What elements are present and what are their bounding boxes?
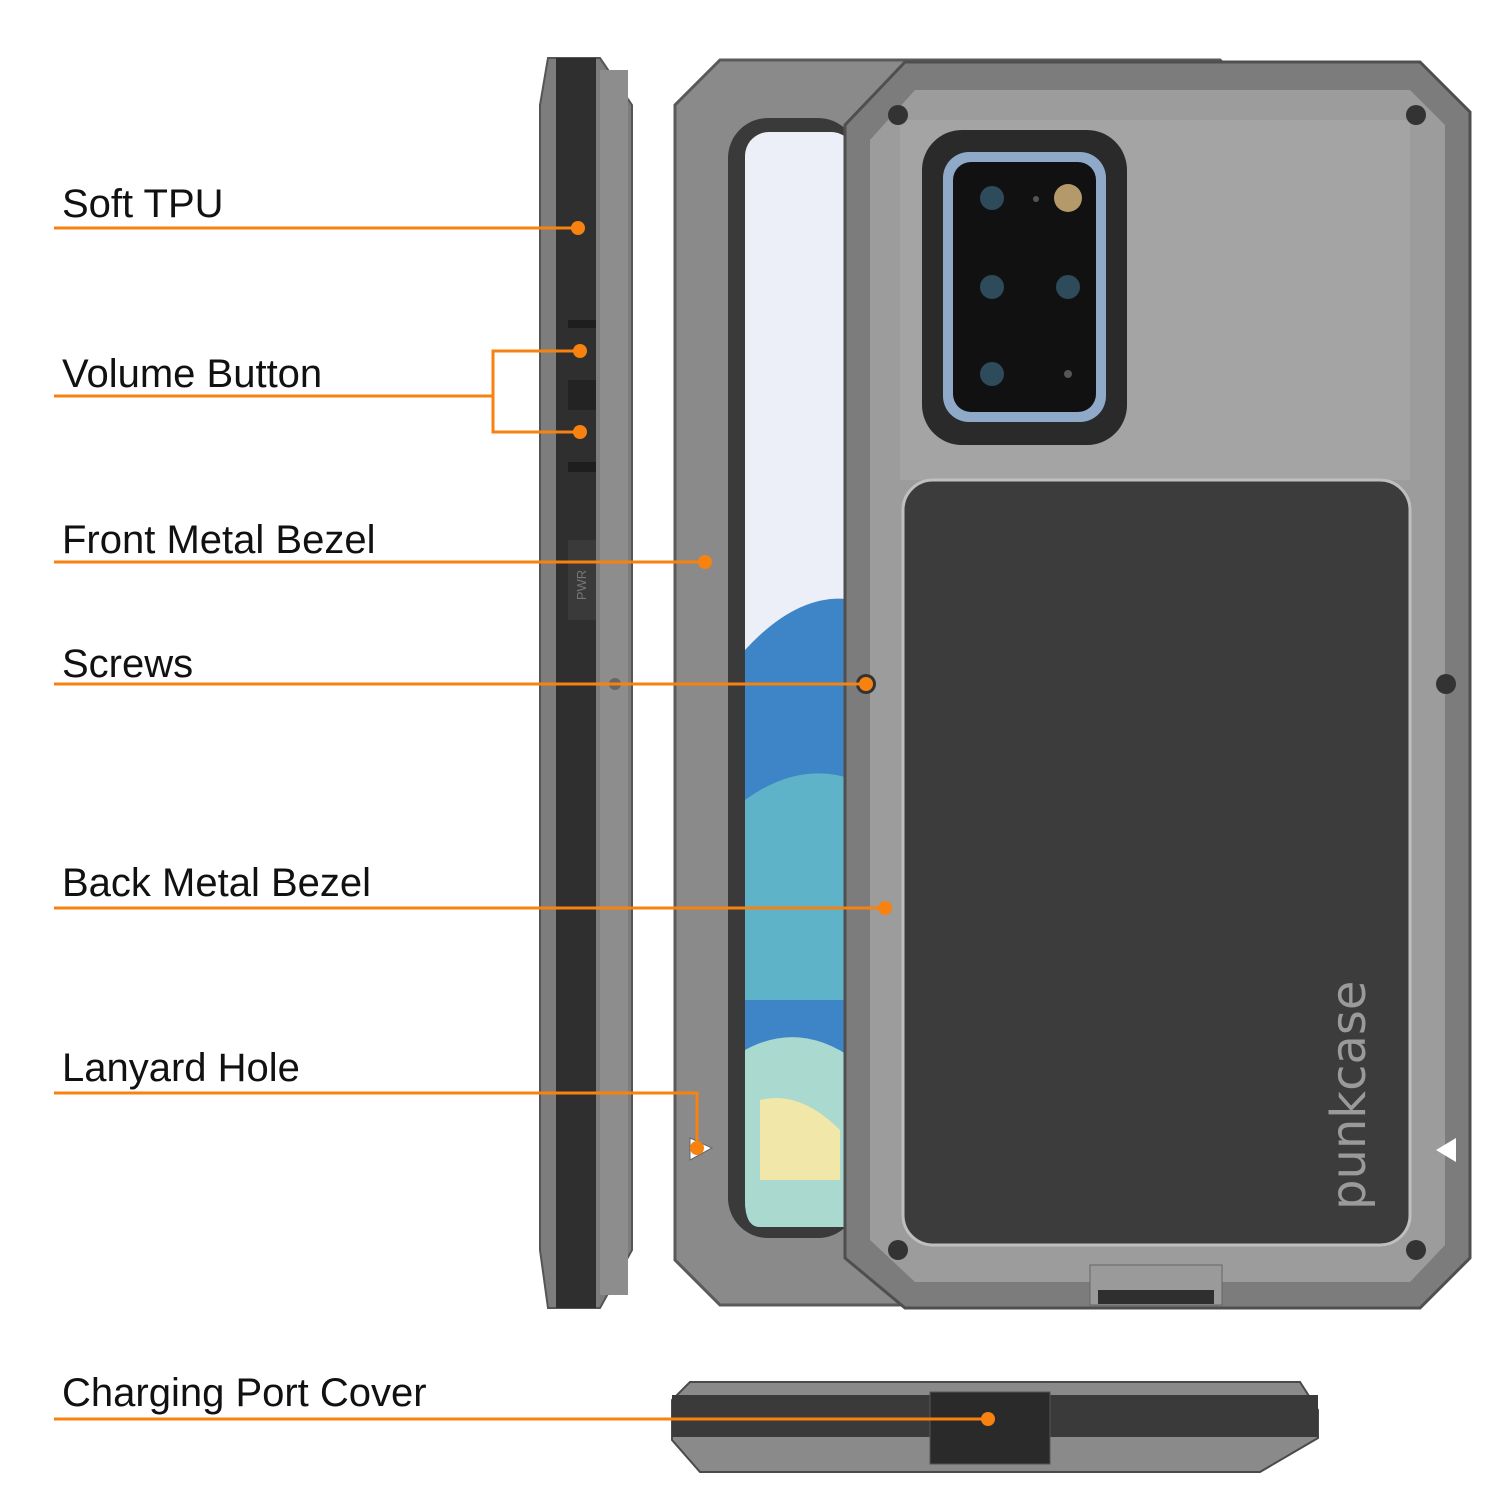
callout-charging-port-cover: Charging Port Cover bbox=[62, 1371, 427, 1415]
brand-logo: punkcase bbox=[1321, 981, 1377, 1210]
back-view: punkcase bbox=[843, 60, 1472, 1310]
callout-dots bbox=[571, 221, 995, 1426]
callout-volume-button: Volume Button bbox=[62, 352, 323, 396]
pwr-marking: PWR bbox=[574, 570, 589, 600]
callout-front-metal-bezel: Front Metal Bezel bbox=[62, 518, 376, 562]
callout-lines bbox=[54, 226, 988, 1421]
callout-screws: Screws bbox=[62, 642, 194, 686]
callout-soft-tpu: Soft TPU bbox=[62, 182, 224, 226]
callout-lanyard-hole: Lanyard Hole bbox=[62, 1046, 300, 1090]
bottom-view bbox=[671, 1381, 1319, 1473]
callout-back-metal-bezel: Back Metal Bezel bbox=[62, 861, 372, 905]
